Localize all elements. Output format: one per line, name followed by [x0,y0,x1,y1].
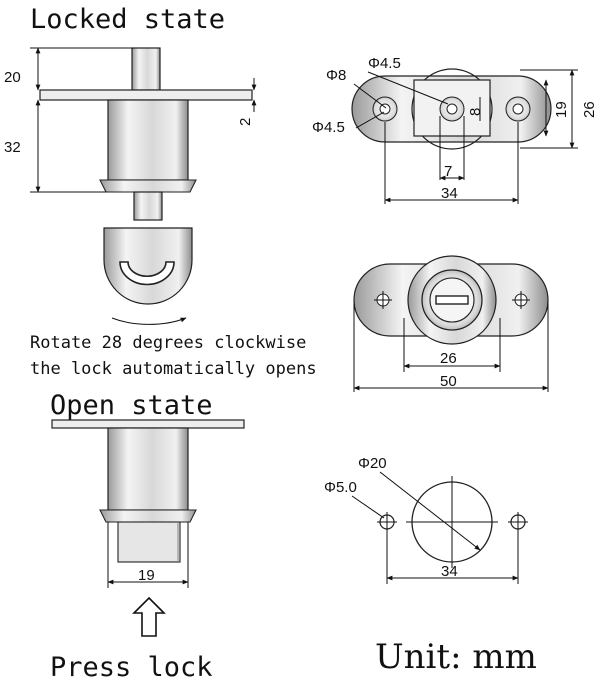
press-arrow-icon [132,596,166,637]
unit-label: Unit: mm [375,637,537,677]
dim-phi-20: Φ20 [358,455,387,472]
dim-phi-small-top: Φ4.5 [368,55,401,72]
locked-state-title: Locked state [30,4,225,35]
dim-height-26: 26 [581,101,598,118]
top-view [351,68,552,150]
top-view-dimensions: Φ4.5 Φ8 Φ4.5 8 19 26 7 34 [312,55,598,204]
cutout-dimensions: Φ20 Φ5.0 34 [324,455,519,584]
dim-width-19: 19 [138,567,155,584]
dim-width-34-top: 34 [441,185,458,202]
dim-width-7: 7 [444,163,452,180]
dim-inner-8: 8 [467,108,484,116]
cutout-view [377,476,528,568]
dim-top-height: 20 [4,69,21,86]
front-view [353,255,549,345]
dim-width-34-cutout: 34 [441,563,458,580]
open-state-title: Open state [50,390,213,421]
dim-phi-8: Φ8 [326,67,346,84]
caption-line-1: Rotate 28 degrees clockwise [30,333,306,353]
caption-line-2: the lock automatically opens [30,359,317,379]
front-view-dimensions: 26 50 [353,300,549,392]
locked-side-dimensions: 20 32 2 [4,47,257,193]
locked-side-view [39,47,253,325]
dim-width-50: 50 [440,373,457,390]
dim-flange: 2 [237,118,254,126]
dim-width-26: 26 [440,350,457,367]
rotation-arrow-icon [111,317,187,325]
press-lock-title: Press lock [50,652,213,681]
dim-phi-small-left: Φ4.5 [312,119,345,136]
dim-phi-5: Φ5.0 [324,479,357,496]
open-side-view [51,419,245,637]
dim-body-height: 32 [4,139,21,156]
open-side-dimensions: 19 [107,522,189,588]
dim-height-19: 19 [553,101,570,118]
